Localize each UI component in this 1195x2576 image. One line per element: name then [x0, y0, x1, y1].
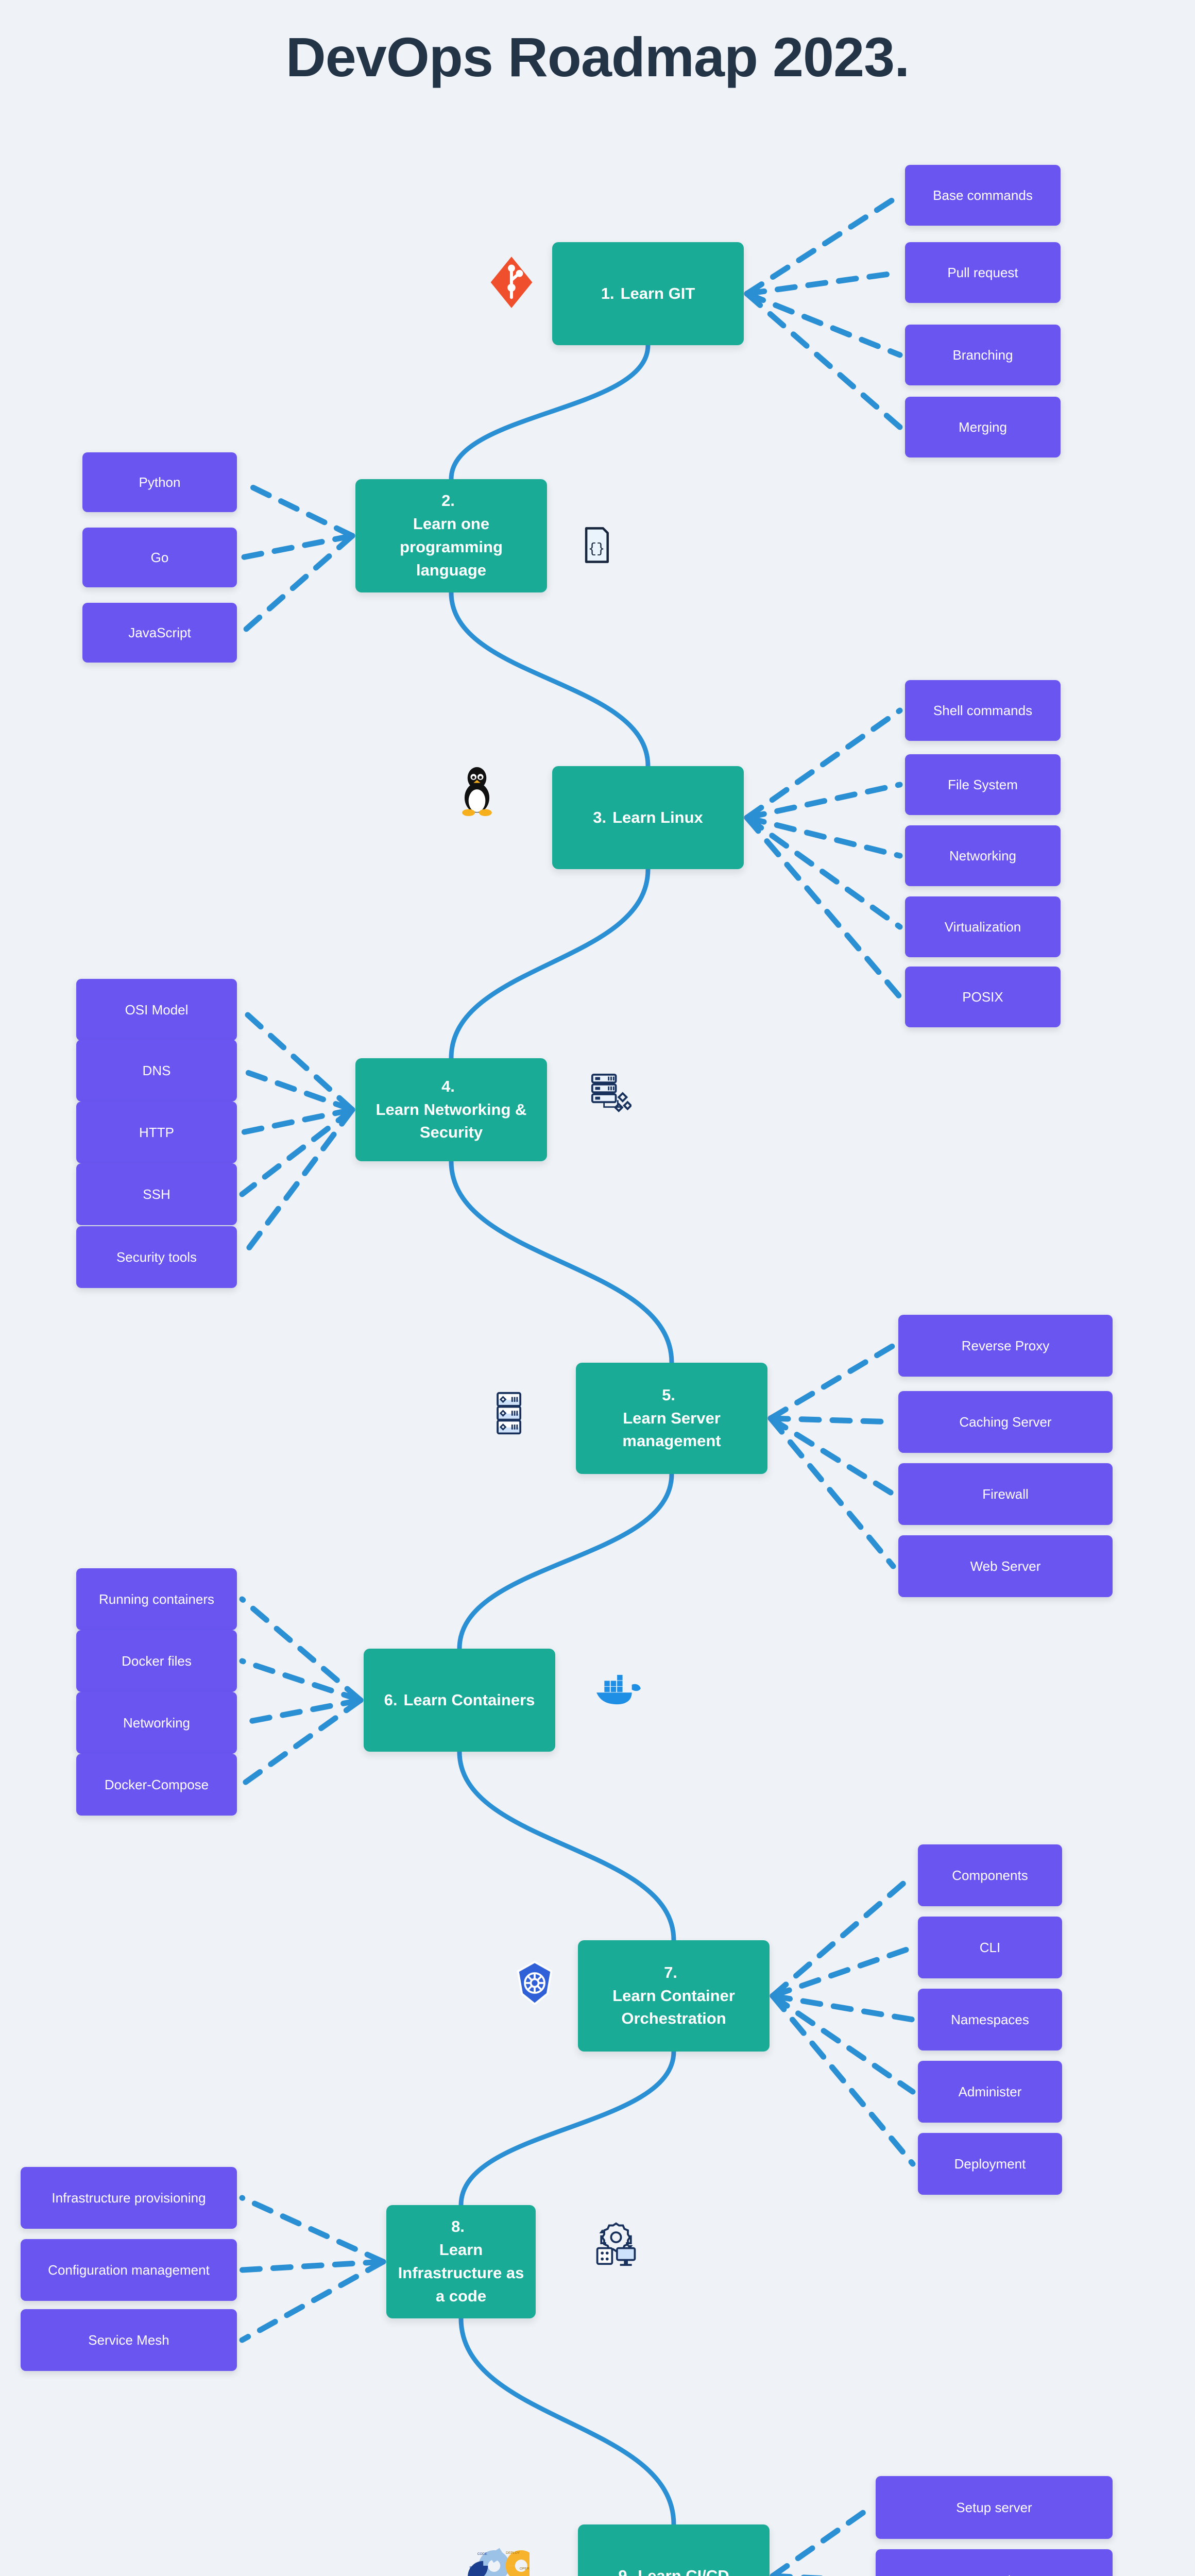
sub-node[interactable]: Deployment — [918, 2133, 1062, 2195]
sub-node[interactable]: Administer — [918, 2061, 1062, 2123]
sub-node[interactable]: Components — [918, 1844, 1062, 1906]
page-title: DevOps Roadmap 2023. — [285, 26, 910, 88]
kubernetes-helm-icon — [515, 1960, 554, 2006]
devops-infinity-icon: CODEBUILDTEST DEPLOYOPERATEMONITOR — [464, 2540, 537, 2576]
sub-node[interactable]: Setup server — [876, 2476, 1113, 2539]
docker-whale-icon — [593, 1664, 643, 1705]
sub-node[interactable]: Shell commands — [905, 680, 1061, 741]
infrastructure-gear-icon — [592, 2221, 640, 2267]
sub-node[interactable]: Reverse Proxy — [898, 1315, 1113, 1377]
code-braces-icon: {} — [582, 526, 611, 565]
sub-node[interactable]: File System — [905, 754, 1061, 815]
sub-node[interactable]: Pull request — [905, 242, 1061, 303]
step-title: Learn Infrastructure as a code — [398, 2241, 524, 2305]
step-number: 1. — [601, 284, 614, 302]
step-node-1[interactable]: 1. Learn GIT — [552, 242, 744, 345]
git-icon — [489, 255, 534, 310]
svg-text:{}: {} — [588, 541, 605, 557]
step-node-9[interactable]: 9. Learn CI/CD — [578, 2524, 770, 2576]
linux-penguin-icon — [459, 765, 494, 817]
sub-node[interactable]: Python — [82, 452, 237, 512]
sub-node[interactable]: HTTP — [76, 1101, 237, 1163]
sub-node[interactable]: Virtualization — [905, 896, 1061, 957]
step-number: 8. — [451, 2217, 465, 2236]
sub-node[interactable]: Docker files — [76, 1630, 237, 1692]
sub-node[interactable]: Networking — [905, 825, 1061, 886]
step-title: Learn GIT — [620, 284, 695, 302]
sub-node[interactable]: Running containers — [76, 1568, 237, 1630]
sub-node[interactable]: Configuration management — [21, 2239, 237, 2301]
step-number: 4. — [441, 1077, 455, 1095]
step-title: Learn Linux — [612, 808, 703, 826]
sub-node[interactable]: Go — [82, 528, 237, 587]
step-number: 3. — [593, 808, 607, 826]
sub-node[interactable]: Namespaces — [918, 1989, 1062, 2050]
sub-node[interactable]: Caching Server — [898, 1391, 1113, 1453]
sub-node[interactable]: Service Mesh — [21, 2309, 237, 2371]
svg-text:BUILD: BUILD — [469, 2566, 480, 2570]
sub-node[interactable]: Security tools — [76, 1226, 237, 1288]
step-node-7[interactable]: 7. Learn Container Orchestration — [578, 1940, 770, 2052]
sub-node[interactable]: OSI Model — [76, 979, 237, 1041]
step-number: 2. — [441, 492, 455, 510]
step-title: Learn CI/CD — [638, 2566, 729, 2576]
step-node-3[interactable]: 3. Learn Linux — [552, 766, 744, 869]
step-number: 6. — [384, 1690, 398, 1709]
sub-node[interactable]: JavaScript — [82, 603, 237, 663]
sub-node[interactable]: Docker-Compose — [76, 1754, 237, 1816]
sub-node[interactable]: Branching — [905, 325, 1061, 385]
step-title: Learn Networking & Security — [375, 1100, 527, 1142]
step-node-2[interactable]: 2. Learn one programming language — [355, 479, 547, 592]
sub-node[interactable]: Merging — [905, 397, 1061, 457]
step-node-6[interactable]: 6. Learn Containers — [364, 1649, 555, 1752]
step-node-8[interactable]: 8. Learn Infrastructure as a code — [386, 2205, 536, 2318]
sub-node[interactable]: DNS — [76, 1040, 237, 1101]
server-rack-icon — [494, 1391, 525, 1436]
sub-node[interactable]: Integration — [876, 2549, 1113, 2576]
step-number: 7. — [664, 1963, 677, 1981]
step-number: 5. — [662, 1385, 675, 1404]
step-title: Learn Server management — [622, 1409, 721, 1450]
sub-node[interactable]: Networking — [76, 1692, 237, 1754]
step-title: Learn one programming language — [400, 515, 503, 579]
svg-text:OPERATE: OPERATE — [520, 2567, 530, 2571]
step-title: Learn Containers — [403, 1690, 535, 1709]
step-node-4[interactable]: 4. Learn Networking & Security — [355, 1058, 547, 1161]
sub-node[interactable]: Base commands — [905, 165, 1061, 226]
svg-text:DEPLOY: DEPLOY — [506, 2551, 520, 2555]
sub-node[interactable]: CLI — [918, 1917, 1062, 1978]
sub-node[interactable]: Firewall — [898, 1463, 1113, 1525]
svg-text:CODE: CODE — [477, 2552, 488, 2556]
network-server-icon — [590, 1072, 633, 1116]
step-title: Learn Container Orchestration — [612, 1986, 735, 2028]
sub-node[interactable]: Web Server — [898, 1535, 1113, 1597]
step-node-5[interactable]: 5. Learn Server management — [576, 1363, 767, 1474]
sub-node[interactable]: SSH — [76, 1163, 237, 1225]
sub-node[interactable]: POSIX — [905, 967, 1061, 1027]
step-number: 9. — [618, 2566, 632, 2576]
sub-node[interactable]: Infrastructure provisioning — [21, 2167, 237, 2229]
